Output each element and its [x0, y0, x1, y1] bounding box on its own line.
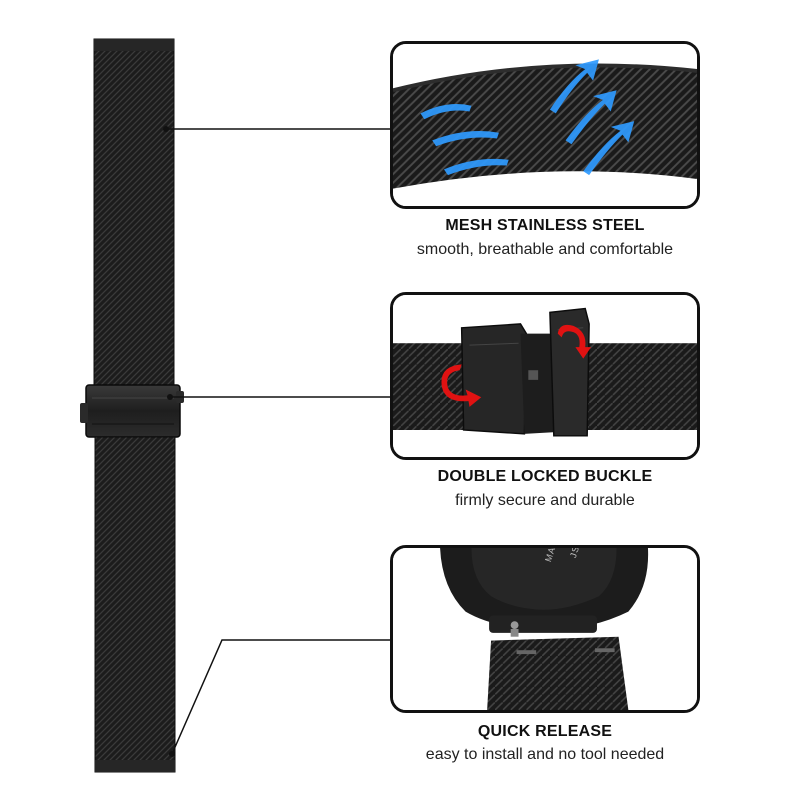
- feature-subtitle-buckle: firmly secure and durable: [455, 492, 635, 509]
- airflow-arrow-icon: [420, 59, 635, 176]
- feature-subtitle-mesh: smooth, breathable and comfortable: [416, 241, 674, 258]
- feature-title-buckle: DOUBLE LOCKED BUCKLE: [437, 468, 653, 485]
- feature-title-mesh: MESH STAINLESS STEEL: [445, 217, 645, 234]
- feature-title-quick-release: QUICK RELEASE: [477, 723, 613, 740]
- strap-buckle: [80, 384, 184, 438]
- feature-subtitle-quick-release: easy to install and no tool needed: [425, 746, 665, 763]
- buckle-detail-panel: [390, 292, 700, 460]
- strap-lower: [94, 436, 176, 773]
- mesh-detail-panel: [390, 41, 700, 209]
- lock-arrow-icon: [441, 324, 592, 407]
- leader-lines: [166, 128, 390, 755]
- quick-release-panel: MADE IN TAIWAN JSTERS: [390, 545, 700, 713]
- strap-upper: [93, 38, 175, 392]
